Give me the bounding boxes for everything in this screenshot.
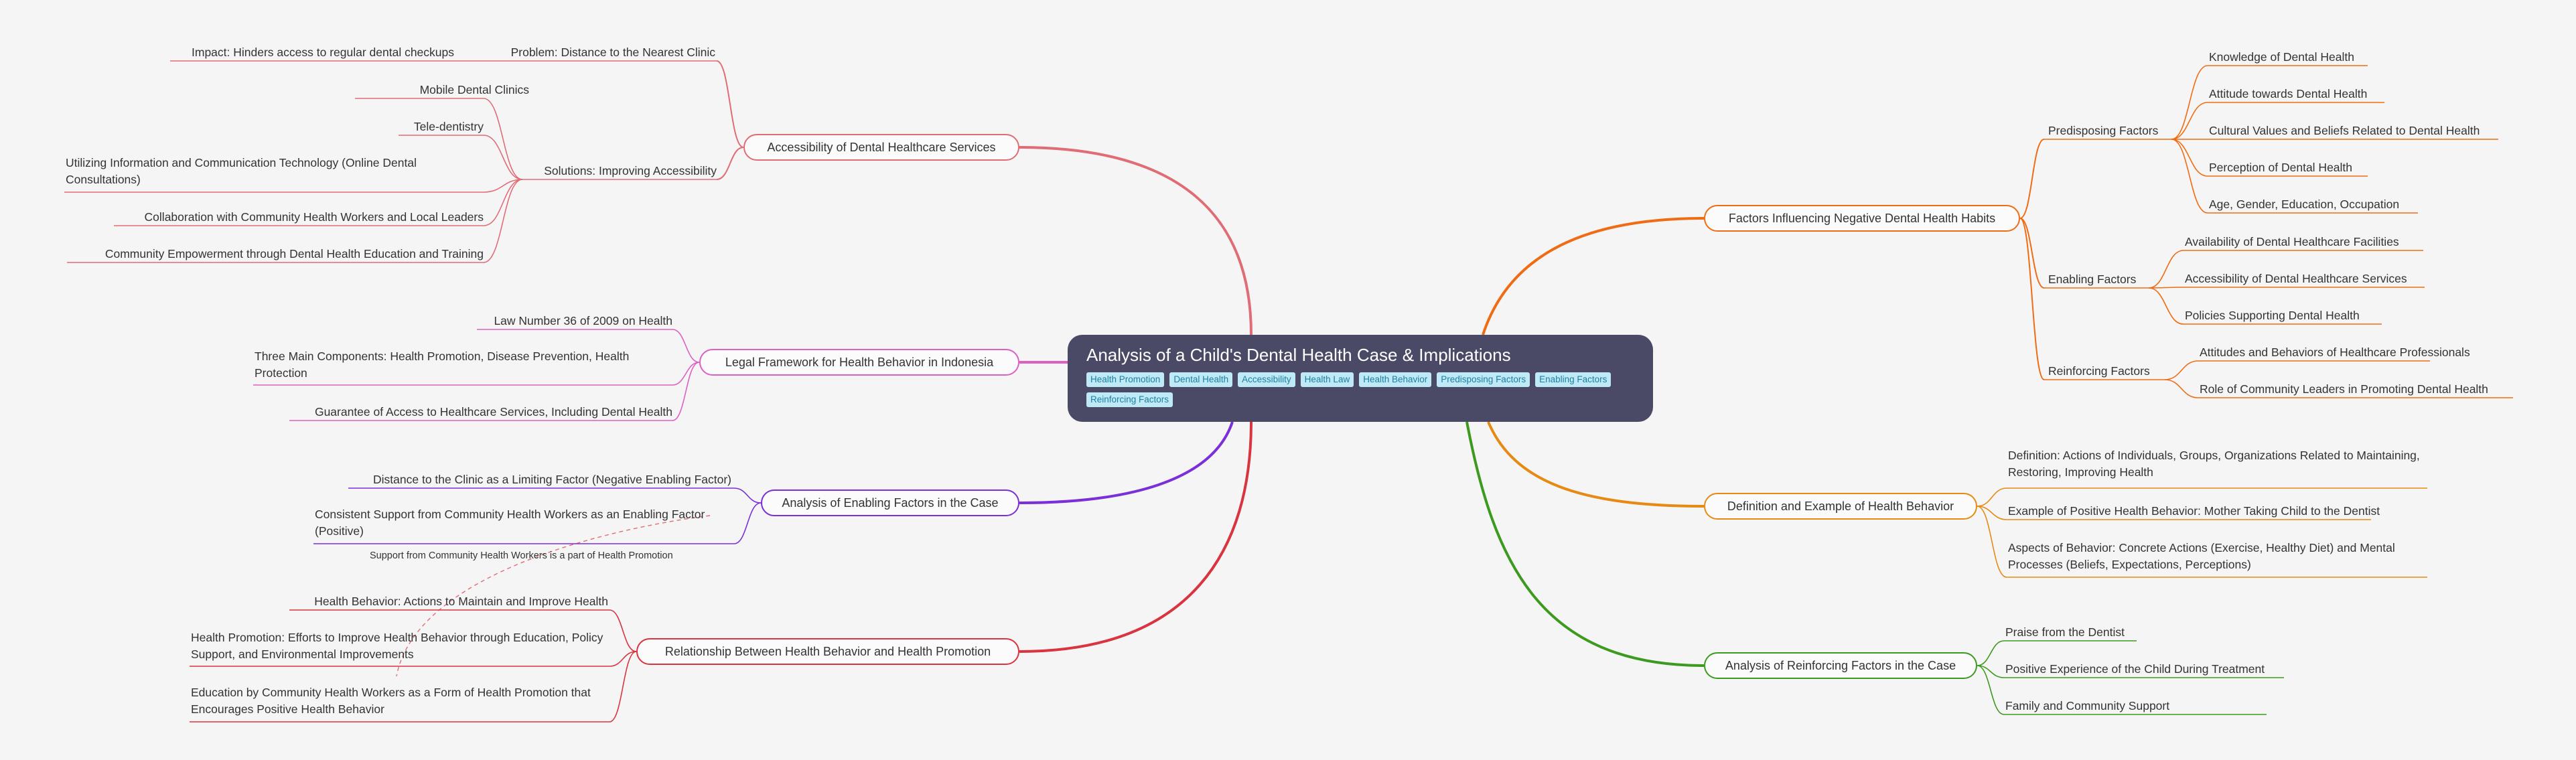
tag-health-behavior[interactable]: Health Behavior — [1359, 372, 1432, 387]
tag-health-promotion[interactable]: Health Promotion — [1086, 372, 1165, 387]
node-accessibility-services[interactable]: Accessibility of Dental Healthcare Servi… — [2185, 272, 2407, 285]
node-law-36[interactable]: Law Number 36 of 2009 on Health — [494, 314, 672, 327]
node-family-support[interactable]: Family and Community Support — [2005, 699, 2170, 712]
node-enabling-factors[interactable]: Enabling Factors — [2048, 273, 2137, 286]
node-chw-education[interactable]: Education by Community Health Workers as… — [191, 686, 591, 716]
node-reinforcing-factors[interactable]: Reinforcing Factors — [2048, 364, 2150, 378]
node-definition[interactable]: Definition: Actions of Individuals, Grou… — [2008, 449, 2420, 479]
node-solutions[interactable]: Solutions: Improving Accessibility — [544, 164, 717, 177]
node-problem-distance[interactable]: Problem: Distance to the Nearest Clinic — [510, 46, 715, 59]
link-predisposing-knowledge — [2171, 65, 2208, 140]
branch-relationship[interactable]: Relationship Between Health Behavior and… — [636, 638, 1019, 665]
link-legal-law — [672, 329, 700, 363]
branch-enabling-analysis[interactable]: Analysis of Enabling Factors in the Case — [761, 489, 1019, 516]
link-accessibility-solutions — [716, 147, 744, 180]
link-predisposing-demographics — [2171, 139, 2208, 214]
link-accessibility-problem — [716, 60, 744, 148]
root-title: Analysis of a Child's Dental Health Case… — [1086, 345, 1511, 365]
tag-accessibility[interactable]: Accessibility — [1238, 372, 1295, 387]
node-health-behavior[interactable]: Health Behavior: Actions to Maintain and… — [314, 595, 608, 608]
node-availability[interactable]: Availability of Dental Healthcare Facili… — [2185, 235, 2399, 248]
node-tele-dentistry[interactable]: Tele-dentistry — [413, 120, 484, 133]
node-knowledge[interactable]: Knowledge of Dental Health — [2209, 50, 2354, 64]
link-reinforcing-praise — [1977, 640, 2005, 666]
node-impact[interactable]: Impact: Hinders access to regular dental… — [192, 46, 454, 59]
tag-predisposing-factors[interactable]: Predisposing Factors — [1437, 372, 1530, 387]
link-root-reinforcing-case — [1465, 421, 1705, 667]
relation-dashed-line — [396, 515, 711, 677]
node-chw-support[interactable]: Consistent Support from Community Health… — [315, 508, 705, 538]
link-legal-guarantee — [672, 362, 700, 421]
node-praise[interactable]: Praise from the Dentist — [2005, 625, 2125, 639]
tag-reinforcing-factors[interactable]: Reinforcing Factors — [1086, 392, 1173, 407]
link-relationship-education — [609, 651, 637, 723]
node-policies[interactable]: Policies Supporting Dental Health — [2185, 309, 2360, 322]
link-definition-definition — [1977, 487, 2007, 507]
link-root-accessibility — [1019, 146, 1253, 335]
node-professionals[interactable]: Attitudes and Behaviors of Healthcare Pr… — [2200, 346, 2470, 359]
node-collaboration[interactable]: Collaboration with Community Health Work… — [144, 210, 484, 224]
link-root-factors — [1482, 217, 1705, 335]
node-aspects[interactable]: Aspects of Behavior: Concrete Actions (E… — [2008, 541, 2395, 571]
link-relationship-behavior — [609, 609, 637, 652]
link-reinforcingf-leaders — [2164, 379, 2199, 398]
link-factors-enabling — [2019, 218, 2045, 289]
node-predisposing[interactable]: Predisposing Factors — [2048, 124, 2159, 137]
link-enablingf-access-services — [2148, 287, 2184, 289]
link-definition-aspects — [1977, 506, 2007, 578]
link-enabling-chw — [733, 502, 762, 544]
node-cultural-values[interactable]: Cultural Values and Beliefs Related to D… — [2209, 124, 2480, 137]
link-enablingf-policies — [2148, 287, 2184, 325]
branch-definition[interactable]: Definition and Example of Health Behavio… — [1704, 493, 1977, 520]
node-demographics[interactable]: Age, Gender, Education, Occupation — [2209, 198, 2400, 211]
link-legal-components — [672, 362, 700, 386]
link-predisposing-perception — [2171, 139, 2208, 177]
branch-factors[interactable]: Factors Influencing Negative Dental Heal… — [1704, 205, 2020, 232]
link-root-enabling — [1019, 421, 1234, 504]
link-predisposing-attitude — [2171, 102, 2208, 140]
root-topic[interactable]: Analysis of a Child's Dental Health Case… — [1068, 335, 1653, 422]
link-enablingf-availability — [2148, 250, 2184, 289]
node-distance-limiting[interactable]: Distance to the Clinic as a Limiting Fac… — [373, 473, 731, 486]
link-solution-tele — [483, 135, 523, 180]
link-definition-example — [1977, 506, 2007, 520]
link-factors-predisposing — [2019, 139, 2045, 219]
branch-reinforcing-case[interactable]: Analysis of Reinforcing Factors in the C… — [1704, 652, 1977, 679]
node-guarantee-access[interactable]: Guarantee of Access to Healthcare Servic… — [314, 405, 672, 419]
node-perception[interactable]: Perception of Dental Health — [2209, 161, 2353, 174]
link-relationship-promotion — [609, 651, 637, 667]
link-solution-collab — [483, 179, 523, 226]
node-positive-experience[interactable]: Positive Experience of the Child During … — [2005, 662, 2265, 676]
link-factors-reinforcing — [2019, 218, 2045, 380]
link-solution-ict — [483, 179, 523, 193]
node-attitude[interactable]: Attitude towards Dental Health — [2209, 87, 2368, 100]
link-reinforcingf-professionals — [2164, 360, 2199, 380]
link-reinforcing-family — [1977, 665, 2005, 715]
link-root-definition — [1487, 421, 1705, 508]
tag-list: Health Promotion Dental Health Accessibi… — [1086, 372, 1634, 407]
link-root-relationship — [1019, 421, 1253, 653]
node-three-components[interactable]: Three Main Components: Health Promotion,… — [255, 350, 630, 380]
tag-dental-health[interactable]: Dental Health — [1169, 372, 1233, 387]
link-solution-empower — [483, 179, 523, 263]
node-health-promotion[interactable]: Health Promotion: Efforts to Improve Hea… — [191, 631, 603, 661]
node-example[interactable]: Example of Positive Health Behavior: Mot… — [2008, 504, 2380, 518]
node-community-leaders[interactable]: Role of Community Leaders in Promoting D… — [2200, 382, 2488, 396]
tag-enabling-factors[interactable]: Enabling Factors — [1535, 372, 1612, 387]
node-ict[interactable]: Utilizing Information and Communication … — [66, 156, 417, 186]
node-empowerment[interactable]: Community Empowerment through Dental Hea… — [104, 247, 484, 260]
link-enabling-distance — [733, 487, 762, 504]
tag-health-law[interactable]: Health Law — [1300, 372, 1354, 387]
relation-note: Support from Community Health Workers is… — [370, 550, 673, 561]
node-mobile-clinics[interactable]: Mobile Dental Clinics — [419, 83, 529, 96]
branch-accessibility[interactable]: Accessibility of Dental Healthcare Servi… — [743, 134, 1019, 161]
link-solution-mobile — [483, 98, 523, 180]
branch-legal[interactable]: Legal Framework for Health Behavior in I… — [699, 349, 1019, 376]
